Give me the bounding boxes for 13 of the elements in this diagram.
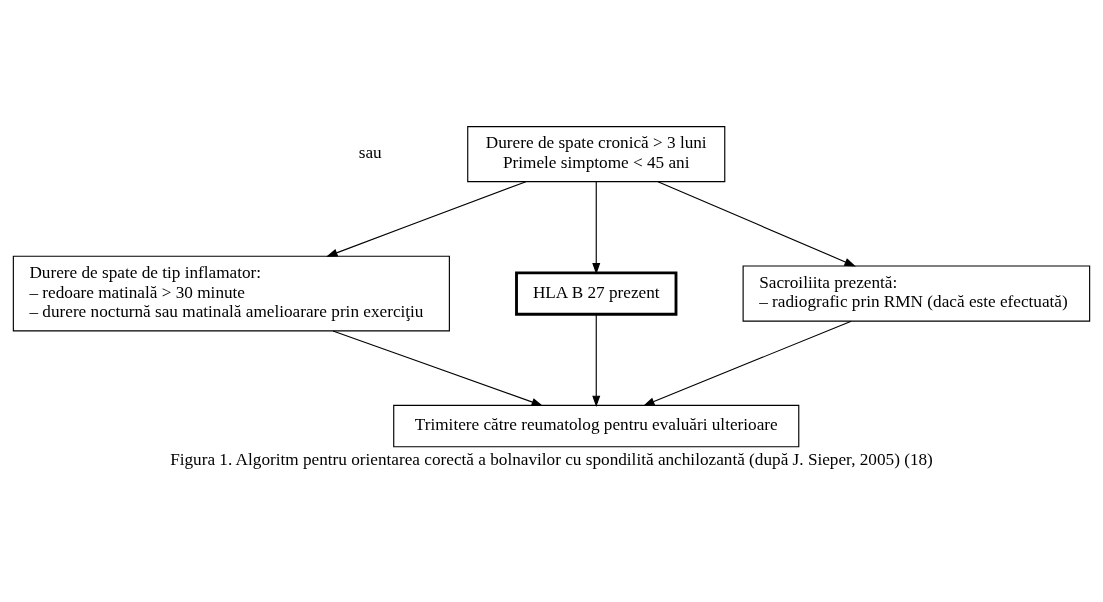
arrow xyxy=(592,313,601,408)
caption: Figura 1. Algoritm pentru orientarea corectă a bolnavilor cu spondilită anchilozantă (după J. Sieper, 2005) (18) xyxy=(170,450,933,470)
arrow xyxy=(326,181,527,257)
label: sau xyxy=(358,143,382,163)
node-box: Trimitere către reumatolog pentru evaluări ulterioare xyxy=(393,404,800,448)
node-box: Durere de spate cronică > 3 luni Primele simptome < 45 ani xyxy=(467,126,726,183)
node-box: Durere de spate de tip inflamator: – redoare matinală > 30 minute – durere nocturnă sau matinală amelioarare prin exerciţiu xyxy=(12,255,450,332)
node-box: Sacroiliita prezentă: – radiografic prin RMN (dacă este efectuată) xyxy=(742,265,1091,322)
node-box: HLA B 27 prezent xyxy=(515,271,678,316)
arrow xyxy=(592,181,601,275)
arrow xyxy=(643,320,852,406)
arrow xyxy=(332,330,544,406)
arrow xyxy=(657,181,856,267)
